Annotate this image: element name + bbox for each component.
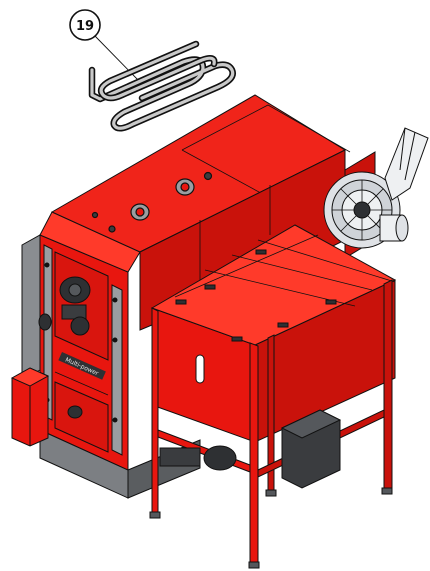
hopper-lid — [150, 224, 397, 346]
top-fittings — [91, 171, 213, 233]
callout-label: 19 — [76, 19, 94, 34]
pellet-hopper — [150, 224, 397, 443]
heating-coil — [88, 40, 236, 132]
blower-fan — [323, 127, 429, 259]
lower-door — [54, 381, 109, 453]
level-window — [195, 354, 205, 384]
ash-box — [10, 367, 50, 447]
side-panel-grey — [21, 234, 41, 381]
lower-door-handle — [67, 405, 83, 419]
feed-motor — [159, 409, 342, 489]
callout-circle — [69, 9, 101, 41]
